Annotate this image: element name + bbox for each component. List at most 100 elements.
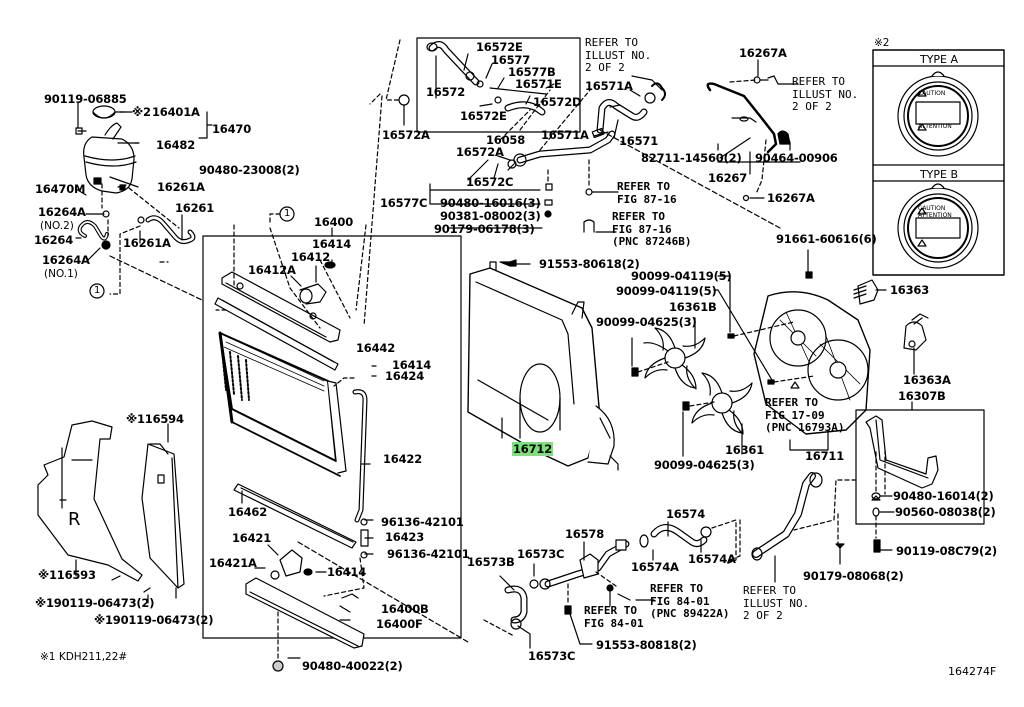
part-label-90179-06178[interactable]: 90179-06178(3) <box>434 222 535 236</box>
part-label-16363A[interactable]: 16363A <box>903 373 951 387</box>
part-label-16414-b[interactable]: 16414 <box>392 358 432 372</box>
part-label-90381-08002[interactable]: 90381-08002(3) <box>440 209 541 223</box>
radiator-cap-type-panel <box>872 49 1005 276</box>
part-label-16414-a[interactable]: 16414 <box>312 237 352 251</box>
part-label-16574[interactable]: 16574 <box>666 507 706 521</box>
part-label-16422[interactable]: 16422 <box>383 452 423 466</box>
part-label-16261A[interactable]: 16261A <box>157 180 205 194</box>
part-label-82711-14560[interactable]: 82711-14560(2) <box>641 151 742 165</box>
part-label-16578[interactable]: 16578 <box>565 527 605 541</box>
part-label-16571A-a[interactable]: 16571A <box>541 128 589 142</box>
refer-note-fig-87-16-b: REFER TO FIG 87-16 (PNC 87246B) <box>612 210 692 248</box>
part-label-16423[interactable]: 16423 <box>385 530 425 544</box>
part-label-90480-16014[interactable]: 90480-16014(2) <box>893 489 994 503</box>
part-note-no2: (NO.2) <box>40 220 74 232</box>
part-label-16412A[interactable]: 16412A <box>248 263 296 277</box>
sensor-tube-drawing <box>706 59 801 202</box>
part-label-91661-60616[interactable]: 91661-60616(6) <box>776 232 877 246</box>
part-label-16594[interactable]: ※116594 <box>126 412 184 426</box>
radiator-drawing <box>159 206 469 672</box>
part-label-96136-42101-a[interactable]: 96136-42101 <box>381 515 464 529</box>
part-label-16421[interactable]: 16421 <box>232 531 272 545</box>
part-label-16577B[interactable]: 16577B <box>508 65 556 79</box>
part-label-16361[interactable]: 16361 <box>725 443 765 457</box>
part-label-96136-42101-b[interactable]: 96136-42101 <box>387 547 470 561</box>
part-label-90464-00906[interactable]: 90464-00906 <box>755 151 838 165</box>
part-label-16572A-a[interactable]: 16572A <box>382 128 430 142</box>
part-label-90119-06473-a[interactable]: ※190119-06473(2) <box>35 596 155 610</box>
part-label-16572A-b[interactable]: 16572A <box>456 145 504 159</box>
part-label-90480-16016[interactable]: 90480-16016(3) <box>440 196 541 210</box>
highlighted-part-16712[interactable]: 16712 <box>512 442 554 456</box>
part-label-16712[interactable]: 16712 <box>512 442 554 456</box>
part-label-90179-08068[interactable]: 90179-08068(2) <box>803 569 904 583</box>
fan-shroud-drawing <box>467 259 619 471</box>
part-label-90099-04119-a[interactable]: 90099-04119(5) <box>631 269 732 283</box>
part-label-91553-80618[interactable]: 91553-80618(2) <box>539 257 640 271</box>
part-label-16400[interactable]: 16400 <box>314 215 354 229</box>
part-label-16412[interactable]: 16412 <box>291 250 331 264</box>
fan-blades-drawing <box>631 249 929 457</box>
part-label-16574A-b[interactable]: 16574A <box>688 552 736 566</box>
part-label-16400B[interactable]: 16400B <box>381 602 429 616</box>
part-label-91553-80818[interactable]: 91553-80818(2) <box>596 638 697 652</box>
cap-a-attention-text: ATTENTION <box>918 123 952 130</box>
type-a-title: TYPE A <box>919 53 959 66</box>
part-label-16267A-b[interactable]: 16267A <box>767 191 815 205</box>
part-label-16401A[interactable]: 16401A <box>152 105 200 119</box>
part-label-16267A-a[interactable]: 16267A <box>739 46 787 60</box>
part-label-16571E[interactable]: 16571E <box>515 77 562 91</box>
part-label-16361B[interactable]: 16361B <box>669 300 717 314</box>
part-note-no1: (NO.1) <box>44 268 78 280</box>
part-label-16058[interactable]: 16058 <box>486 133 526 147</box>
part-label-16482[interactable]: 16482 <box>156 138 196 152</box>
part-label-16571A-b[interactable]: 16571A <box>585 79 633 93</box>
part-label-16577[interactable]: 16577 <box>491 53 531 67</box>
part-label-16414-c[interactable]: 16414 <box>327 565 367 579</box>
part-label-16572[interactable]: 16572 <box>426 85 466 99</box>
part-label-16572D[interactable]: 16572D <box>533 95 582 109</box>
part-label-16577C[interactable]: 16577C <box>380 196 428 210</box>
part-label-16462[interactable]: 16462 <box>228 505 268 519</box>
part-label-16572E-a[interactable]: 16572E <box>476 40 523 54</box>
part-label-90560-08038[interactable]: 90560-08038(2) <box>895 505 996 519</box>
part-label-90099-04625-a[interactable]: 90099-04625(3) <box>596 315 697 329</box>
part-label-16267[interactable]: 16267 <box>708 171 748 185</box>
part-label-16573B[interactable]: 16573B <box>467 555 515 569</box>
part-label-16470[interactable]: 16470 <box>212 122 252 136</box>
part-label-16574A-a[interactable]: 16574A <box>631 560 679 574</box>
part-label-90119-06885[interactable]: 90119-06885 <box>44 92 127 106</box>
part-label-16261A-2[interactable]: 16261A <box>123 236 171 250</box>
part-label-16363[interactable]: 16363 <box>890 283 930 297</box>
callout-circle-1-a <box>89 283 105 299</box>
part-label-90099-04625-b[interactable]: 90099-04625(3) <box>654 458 755 472</box>
part-label-16264A-no2[interactable]: 16264A <box>38 205 86 219</box>
part-label-16424[interactable]: 16424 <box>385 369 425 383</box>
part-label-16573C-b[interactable]: 16573C <box>528 649 576 663</box>
part-label-16442[interactable]: 16442 <box>356 341 396 355</box>
upper-hoses-drawing <box>363 39 781 327</box>
part-label-16711[interactable]: 16711 <box>805 449 845 463</box>
part-label-90099-04119-b[interactable]: 90099-04119(5) <box>616 284 717 298</box>
bracket-drawing <box>793 415 939 565</box>
part-label-90119-06473-b[interactable]: ※190119-06473(2) <box>94 613 214 627</box>
part-label-90480-23008[interactable]: 90480-23008(2) <box>199 163 300 177</box>
part-label-16264A-no1[interactable]: 16264A <box>42 253 90 267</box>
part-label-16421A[interactable]: 16421A <box>209 556 257 570</box>
reservoir-tank-drawing <box>75 101 213 301</box>
part-label-16572C[interactable]: 16572C <box>466 175 514 189</box>
part-label-16307B[interactable]: 16307B <box>898 389 946 403</box>
part-label-90480-40022[interactable]: 90480-40022(2) <box>302 659 403 673</box>
part-label-16593[interactable]: ※116593 <box>38 568 96 582</box>
part-label-16470M[interactable]: 16470M <box>35 182 86 196</box>
part-label-16261[interactable]: 16261 <box>175 201 215 215</box>
part-label-16572E-b[interactable]: 16572E <box>460 109 507 123</box>
refer-note-fig-87-16-a: REFER TO FIG 87-16 <box>617 180 677 206</box>
part-label-16571[interactable]: 16571 <box>619 134 659 148</box>
footnote: ※1 KDH211,22# <box>40 651 128 663</box>
part-label-16400F[interactable]: 16400F <box>376 617 423 631</box>
part-label-16573C-a[interactable]: 16573C <box>517 547 565 561</box>
part-label-90119-08C79[interactable]: 90119-08C79(2) <box>896 544 997 558</box>
part-label-16264[interactable]: 16264 <box>34 233 74 247</box>
